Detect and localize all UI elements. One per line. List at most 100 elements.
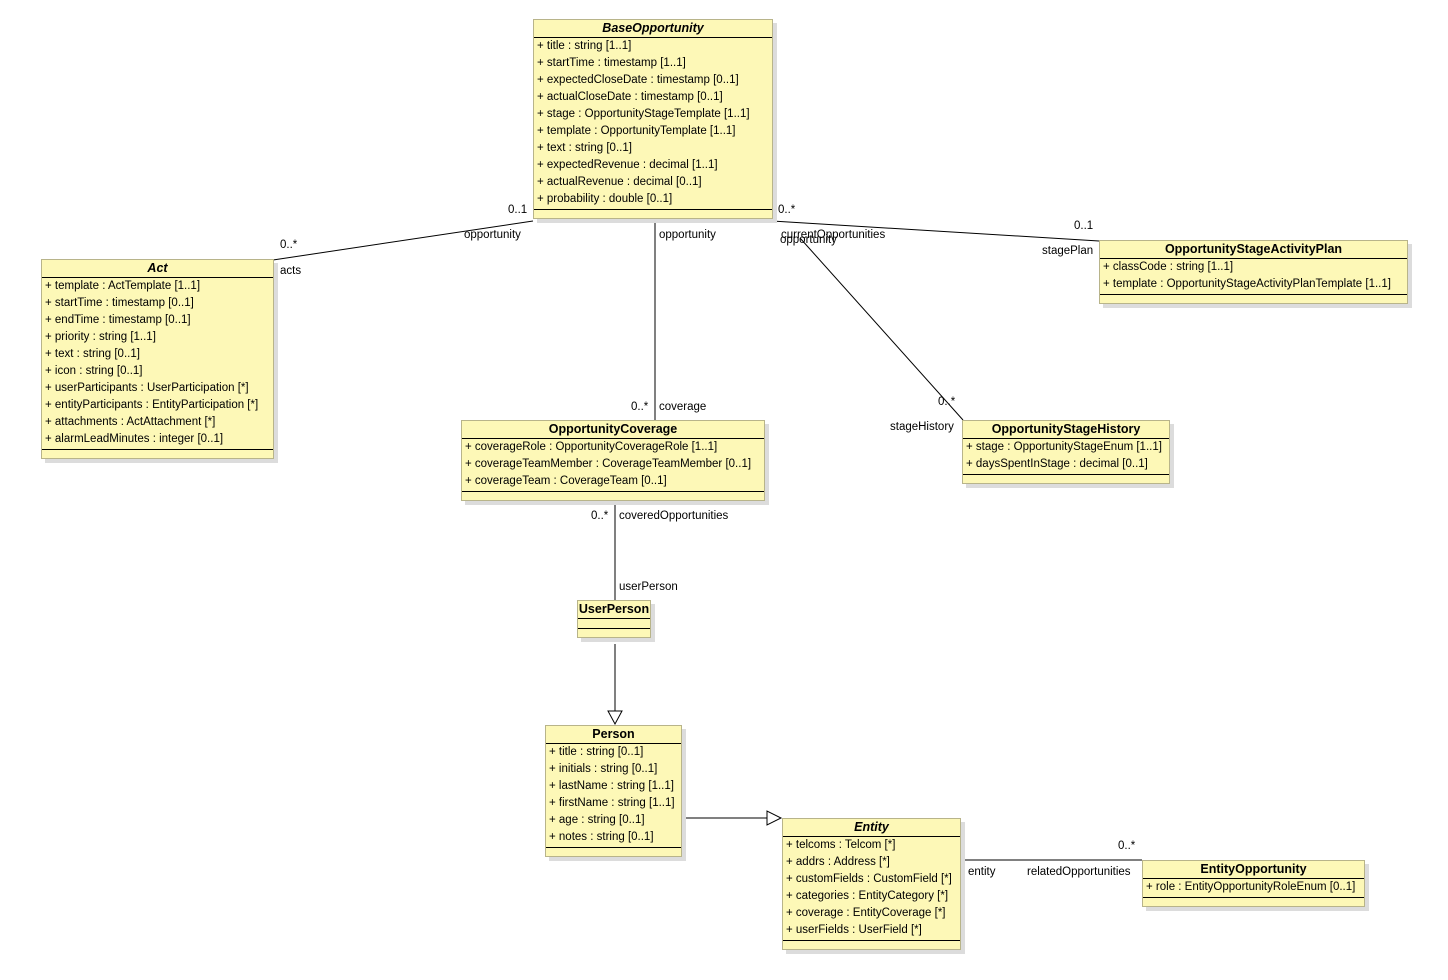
operation-list bbox=[783, 941, 960, 949]
operation-list bbox=[1143, 898, 1364, 906]
attribute: + title : string [1..1] bbox=[537, 40, 632, 52]
class-act[interactable]: Act + template : ActTemplate [1..1] + st… bbox=[41, 259, 274, 459]
assoc-multiplicity-label: 0..* bbox=[280, 239, 298, 251]
attribute-list: + coverageRole : OpportunityCoverageRole… bbox=[462, 439, 764, 492]
attribute: + icon : string [0..1] bbox=[45, 365, 143, 377]
attribute: + text : string [0..1] bbox=[45, 348, 140, 360]
class-name: Person bbox=[546, 726, 681, 744]
attribute: + coverageTeamMember : CoverageTeamMembe… bbox=[465, 458, 752, 470]
class-name: UserPerson bbox=[578, 601, 650, 619]
assoc-role-label: stagePlan bbox=[1042, 245, 1094, 257]
attribute: + expectedCloseDate : timestamp [0..1] bbox=[537, 74, 739, 86]
attribute: + text : string [0..1] bbox=[537, 142, 632, 154]
assoc-multiplicity-label: 0..1 bbox=[508, 204, 528, 216]
assoc-multiplicity-label: 0..* bbox=[591, 510, 609, 522]
attribute: + priority : string [1..1] bbox=[45, 331, 156, 343]
attribute: + endTime : timestamp [0..1] bbox=[45, 314, 191, 326]
assoc-role-label: stageHistory bbox=[890, 421, 954, 433]
assoc-role-label: userPerson bbox=[619, 581, 678, 593]
assoc-multiplicity-label: 0..* bbox=[778, 204, 796, 216]
assoc-role-label: coverage bbox=[659, 401, 707, 413]
generalization-arrowhead-entity bbox=[766, 810, 783, 826]
attribute: + telcoms : Telcom [*] bbox=[786, 839, 896, 851]
operation-list bbox=[534, 210, 772, 218]
assoc-role-label: currentOpportunities bbox=[781, 229, 886, 241]
class-base-opportunity[interactable]: BaseOpportunity + title : string [1..1] … bbox=[533, 19, 773, 219]
assoc-role-label: acts bbox=[280, 265, 302, 277]
assoc-role-label: relatedOpportunities bbox=[1027, 866, 1131, 878]
class-name: Entity bbox=[783, 819, 960, 837]
operation-list bbox=[462, 492, 764, 500]
attribute: + entityParticipants : EntityParticipati… bbox=[45, 399, 259, 411]
attribute: + actualRevenue : decimal [0..1] bbox=[537, 176, 702, 188]
attribute: + daysSpentInStage : decimal [0..1] bbox=[966, 458, 1148, 470]
attribute: + addrs : Address [*] bbox=[786, 856, 890, 868]
attribute: + firstName : string [1..1] bbox=[549, 797, 675, 809]
assoc-stagehistory-opportunity bbox=[799, 237, 964, 421]
assoc-multiplicity-label: 0..* bbox=[1118, 840, 1136, 852]
assoc-role-label: coveredOpportunities bbox=[619, 510, 729, 522]
class-name: OpportunityStageHistory bbox=[963, 421, 1169, 439]
operation-list bbox=[42, 450, 273, 458]
attribute-list: + title : string [1..1] + startTime : ti… bbox=[534, 38, 772, 210]
assoc-multiplicity-label: 0..* bbox=[631, 401, 649, 413]
attribute: + userFields : UserField [*] bbox=[786, 924, 922, 936]
assoc-role-label: opportunity bbox=[659, 229, 716, 241]
class-opportunity-stage-history[interactable]: OpportunityStageHistory + stage : Opport… bbox=[962, 420, 1170, 484]
attribute: + template : OpportunityStageActivityPla… bbox=[1103, 278, 1391, 290]
attribute-list bbox=[578, 619, 650, 629]
class-name: EntityOpportunity bbox=[1143, 861, 1364, 879]
attribute: + alarmLeadMinutes : integer [0..1] bbox=[45, 433, 224, 445]
attribute-list: + role : EntityOpportunityRoleEnum [0..1… bbox=[1143, 879, 1364, 898]
attribute: + age : string [0..1] bbox=[549, 814, 645, 826]
attribute: + stage : OpportunityStageEnum [1..1] bbox=[966, 441, 1162, 453]
attribute-list: + telcoms : Telcom [*] + addrs : Address… bbox=[783, 837, 960, 941]
assoc-multiplicity-label: 0..1 bbox=[1074, 220, 1094, 232]
class-name: OpportunityStageActivityPlan bbox=[1100, 241, 1407, 259]
assoc-stageplan-opportunity bbox=[771, 220, 1100, 242]
class-user-person[interactable]: UserPerson bbox=[577, 600, 651, 638]
operation-list bbox=[546, 848, 681, 856]
attribute-list: + classCode : string [1..1] + template :… bbox=[1100, 259, 1407, 295]
generalization-arrowhead-person bbox=[607, 710, 623, 726]
assoc-multiplicity-label: 0..* bbox=[938, 396, 956, 408]
attribute: + startTime : timestamp [1..1] bbox=[537, 57, 686, 69]
attribute: + initials : string [0..1] bbox=[549, 763, 658, 775]
assoc-role-label: opportunity bbox=[464, 229, 521, 241]
class-opportunity-stage-activity-plan[interactable]: OpportunityStageActivityPlan + classCode… bbox=[1099, 240, 1408, 304]
attribute: + stage : OpportunityStageTemplate [1..1… bbox=[537, 108, 750, 120]
attribute: + coverageRole : OpportunityCoverageRole… bbox=[465, 441, 718, 453]
class-person[interactable]: Person + title : string [0..1] + initial… bbox=[545, 725, 682, 857]
attribute: + startTime : timestamp [0..1] bbox=[45, 297, 194, 309]
class-name: BaseOpportunity bbox=[534, 20, 772, 38]
attribute: + lastName : string [1..1] bbox=[549, 780, 674, 792]
class-name: OpportunityCoverage bbox=[462, 421, 764, 439]
attribute: + categories : EntityCategory [*] bbox=[786, 890, 949, 902]
attribute-list: + title : string [0..1] + initials : str… bbox=[546, 744, 681, 848]
attribute: + title : string [0..1] bbox=[549, 746, 644, 758]
attribute: + customFields : CustomField [*] bbox=[786, 873, 952, 885]
assoc-role-label: opportunity bbox=[780, 234, 837, 246]
operation-list bbox=[963, 475, 1169, 483]
class-name: Act bbox=[42, 260, 273, 278]
attribute: + notes : string [0..1] bbox=[549, 831, 654, 843]
attribute: + role : EntityOpportunityRoleEnum [0..1… bbox=[1146, 881, 1356, 893]
attribute: + probability : double [0..1] bbox=[537, 193, 673, 205]
attribute: + coverage : EntityCoverage [*] bbox=[786, 907, 946, 919]
attribute: + template : ActTemplate [1..1] bbox=[45, 280, 201, 292]
attribute: + attachments : ActAttachment [*] bbox=[45, 416, 216, 428]
attribute-list: + template : ActTemplate [1..1] + startT… bbox=[42, 278, 273, 450]
operation-list bbox=[578, 629, 650, 637]
operation-list bbox=[1100, 295, 1407, 303]
class-entity-opportunity[interactable]: EntityOpportunity + role : EntityOpportu… bbox=[1142, 860, 1365, 907]
assoc-role-label: entity bbox=[968, 866, 996, 878]
attribute: + coverageTeam : CoverageTeam [0..1] bbox=[465, 475, 667, 487]
attribute: + actualCloseDate : timestamp [0..1] bbox=[537, 91, 723, 103]
class-opportunity-coverage[interactable]: OpportunityCoverage + coverageRole : Opp… bbox=[461, 420, 765, 501]
attribute: + expectedRevenue : decimal [1..1] bbox=[537, 159, 718, 171]
class-entity[interactable]: Entity + telcoms : Telcom [*] + addrs : … bbox=[782, 818, 961, 950]
attribute-list: + stage : OpportunityStageEnum [1..1] + … bbox=[963, 439, 1169, 475]
attribute: + template : OpportunityTemplate [1..1] bbox=[537, 125, 736, 137]
attribute: + userParticipants : UserParticipation [… bbox=[45, 382, 249, 394]
